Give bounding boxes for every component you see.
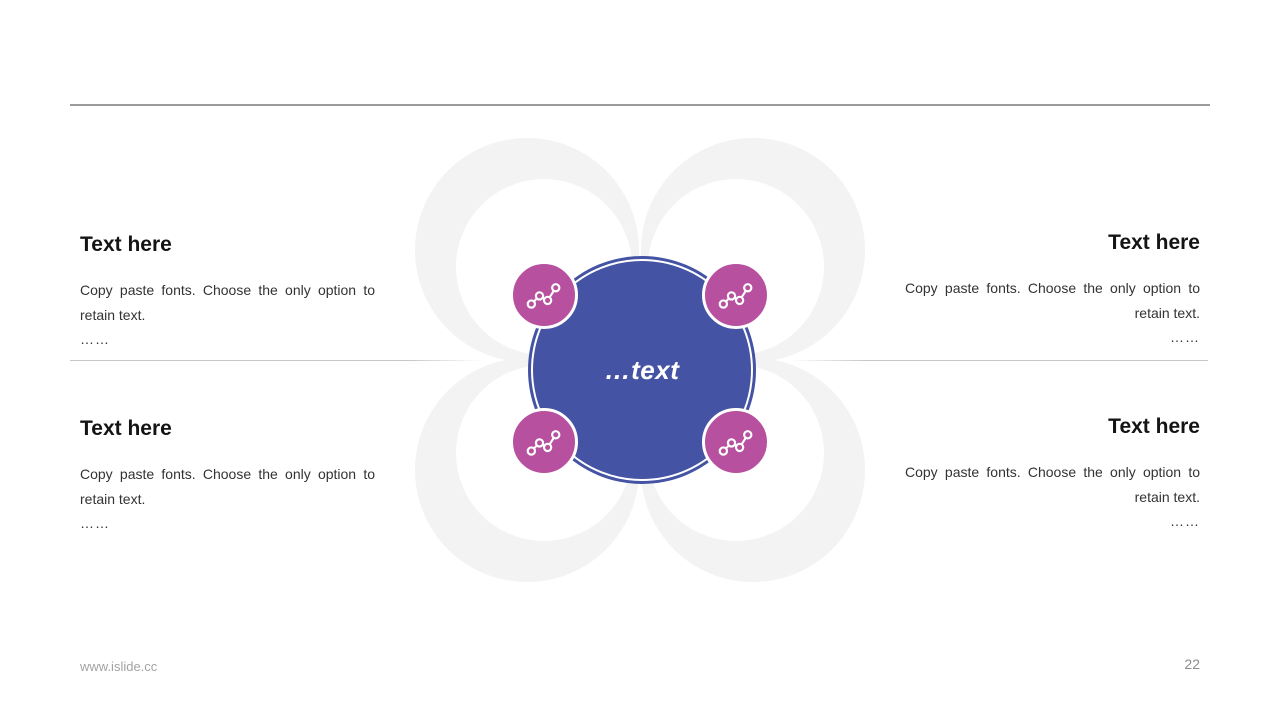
page-number: 22 (1184, 656, 1200, 672)
block-ellipsis: …… (1170, 329, 1200, 345)
satellite-circle-bottom-left (510, 408, 578, 476)
right-middle-divider (790, 360, 1208, 361)
block-body: Copy paste fonts. Choose the only option… (905, 280, 1200, 321)
block-body: Copy paste fonts. Choose the only option… (80, 466, 375, 507)
footer-url: www.islide.cc (80, 659, 158, 674)
block-title: Text here (1108, 415, 1200, 438)
top-divider (70, 104, 1210, 106)
block-title: Text here (80, 417, 172, 440)
satellite-circle-top-left (510, 261, 578, 329)
block-ellipsis: …… (80, 331, 110, 347)
left-middle-divider (70, 360, 483, 361)
text-block-top-right: Text here Copy paste fonts. Choose the o… (905, 230, 1200, 350)
satellite-circle-top-right (702, 261, 770, 329)
block-body: Copy paste fonts. Choose the only option… (80, 282, 375, 323)
block-title: Text here (80, 233, 172, 256)
trend-chart-icon (526, 430, 561, 456)
block-body: Copy paste fonts. Choose the only option… (905, 464, 1200, 505)
center-label: …text (604, 354, 680, 385)
block-ellipsis: …… (80, 515, 110, 531)
trend-chart-icon (718, 430, 753, 456)
text-block-top-left: Text here Copy paste fonts. Choose the o… (80, 232, 375, 352)
satellite-circle-bottom-right (702, 408, 770, 476)
trend-chart-icon (718, 283, 753, 309)
block-ellipsis: …… (1170, 513, 1200, 529)
trend-chart-icon (526, 283, 561, 309)
text-block-bottom-left: Text here Copy paste fonts. Choose the o… (80, 416, 375, 536)
block-title: Text here (1108, 231, 1200, 254)
text-block-bottom-right: Text here Copy paste fonts. Choose the o… (905, 414, 1200, 534)
